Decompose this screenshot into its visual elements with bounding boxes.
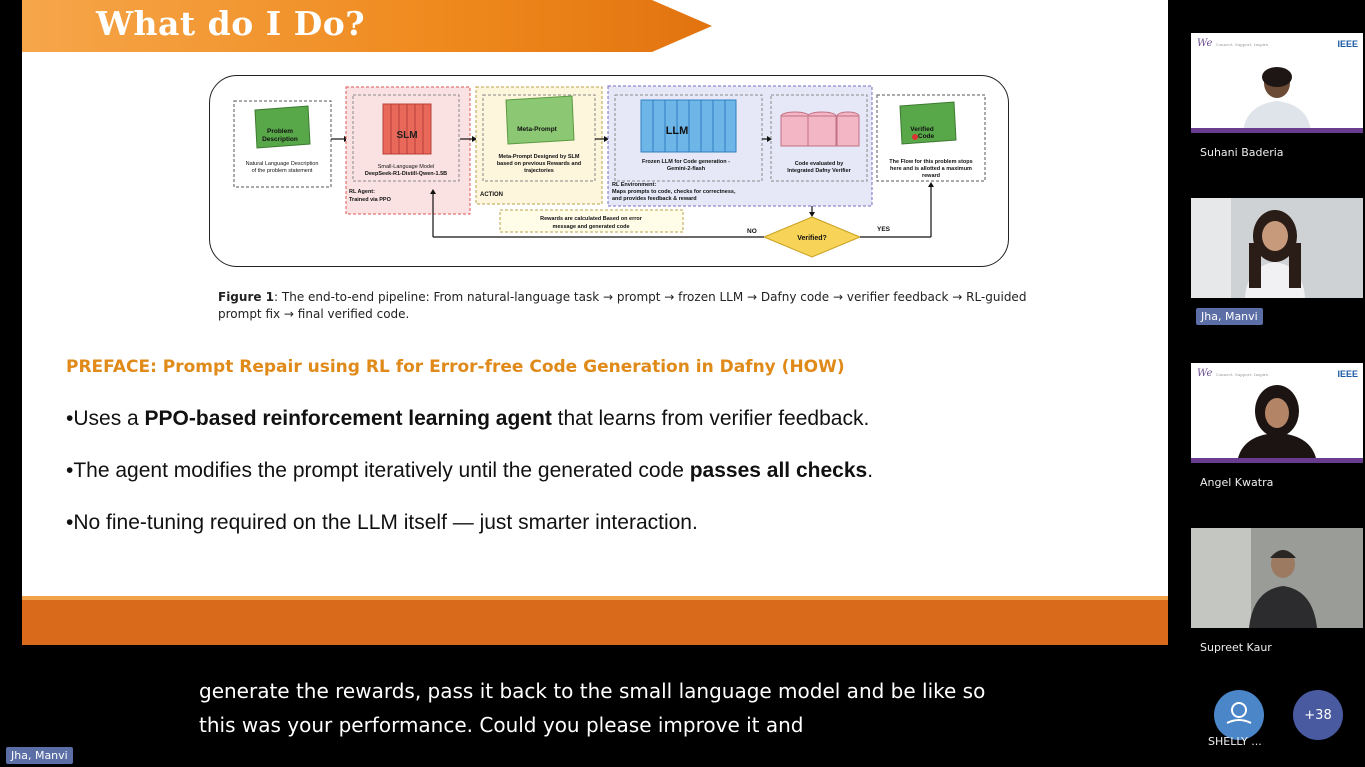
title-banner [22, 0, 712, 52]
rewards-2: message and generated code [552, 224, 629, 230]
user-icon [1226, 702, 1252, 724]
bullet-2: •The agent modifies the prompt iterative… [66, 459, 873, 483]
verified-badge-icon [912, 134, 918, 140]
meta-desc-3: trajectories [524, 168, 554, 174]
verified-icon [899, 101, 957, 145]
ieee-logo: IEEE [1337, 369, 1358, 379]
slm-desc-2: DeepSeek-R1-Distill-Qwen-1.5B [365, 171, 447, 177]
rl-agent-1: RL Agent: [349, 189, 375, 195]
problem-desc-1: Natural Language Description [246, 161, 319, 167]
brand-logo: We Connect. Support. Inspire. [1197, 368, 1270, 379]
participant-tile-suhani[interactable]: We Connect. Support. Inspire. IEEE [1191, 33, 1363, 133]
slm-label: SLM [396, 130, 417, 141]
subtitle-line-1: generate the rewards, pass it back to th… [199, 679, 986, 703]
bullet-1-text: •Uses a [66, 407, 145, 430]
verified-end-box [876, 94, 986, 182]
brand-logo: We Connect. Support. Inspire. [1197, 38, 1270, 49]
participant-name-4: Supreet Kaur [1200, 641, 1272, 654]
env-3: and provides feedback & reward [612, 196, 697, 202]
participant-avatar-shelly[interactable] [1214, 690, 1264, 740]
end-desc-2: here and is allotted a maximum [890, 166, 972, 172]
figure-caption: Figure 1: The end-to-end pipeline: From … [218, 289, 1048, 323]
llm-label: LLM [666, 125, 689, 137]
bullet-3: •No fine-tuning required on the LLM itse… [66, 511, 698, 535]
slide-footer [22, 600, 1168, 645]
shared-slide: What do I Do? Problem Description Natura… [22, 0, 1168, 645]
more-participants-button[interactable]: +38 [1293, 690, 1343, 740]
participant-name-2: Jha, Manvi [1196, 308, 1263, 325]
participant-name-1: Suhani Baderia [1200, 146, 1284, 159]
llm-desc-2: Gemini-2-flash [667, 166, 706, 172]
problem-box [233, 100, 332, 188]
meta-desc-1: Meta-Prompt Designed by SLM [499, 154, 580, 160]
verifier-desc-1: Code evaluated by [795, 161, 845, 167]
participant-tile-manvi[interactable] [1191, 198, 1363, 298]
rewards-box [499, 209, 684, 233]
participant-name-3: Angel Kwatra [1200, 476, 1274, 489]
caption-label: Figure 1 [218, 290, 275, 304]
slm-inner-box [352, 94, 460, 182]
subtitle-line-2: this was your performance. Could you ple… [199, 713, 804, 737]
env-2: Maps prompts to code, checks for correct… [612, 189, 736, 195]
bullet-2-tail: . [867, 459, 874, 482]
bullet-3-text: •No fine-tuning required on the LLM itse… [66, 511, 698, 534]
decision-label: Verified? [797, 235, 827, 242]
verifier-box [770, 94, 868, 182]
participant-video [1243, 67, 1311, 133]
caption-text: : The end-to-end pipeline: From natural-… [218, 290, 1027, 321]
participant-tile-angel[interactable]: We Connect. Support. Inspire. IEEE [1191, 363, 1363, 463]
bullet-1: •Uses a PPO-based reinforcement learning… [66, 407, 869, 431]
bullet-1-bold: PPO-based reinforcement learning agent [144, 407, 552, 430]
bullet-1-tail: that learns from verifier feedback. [551, 407, 870, 430]
participant-tile-supreet[interactable] [1191, 528, 1363, 628]
verified-label-2: Code [918, 133, 935, 140]
slm-desc-1: Small-Language Model [378, 164, 435, 170]
end-desc-3: reward [922, 173, 940, 179]
problem-icon [254, 105, 311, 149]
meta-desc-2: based on previous Rewards and [497, 161, 581, 167]
problem-desc-2: of the problem statement [252, 168, 313, 174]
participant-video [1191, 528, 1363, 628]
preface-heading: PREFACE: Prompt Repair using RL for Erro… [66, 357, 845, 377]
problem-title-2: Description [262, 136, 298, 143]
action-label: ACTION [480, 192, 503, 198]
bullet-2-bold: passes all checks [689, 459, 868, 482]
meta-label: Meta-Prompt [517, 126, 558, 133]
active-speaker-tag: Jha, Manvi [6, 747, 73, 764]
yes-label: YES [877, 226, 891, 233]
participant-video [1237, 385, 1317, 463]
llm-desc-1: Frozen LLM for Code generation - [642, 159, 730, 165]
problem-title-1: Problem [267, 128, 293, 135]
pipeline-figure: Problem Description Natural Language Des… [209, 75, 1009, 267]
footer-accent-line [22, 596, 1168, 600]
verified-decision-diamond [762, 216, 862, 258]
bullet-2-text: •The agent modifies the prompt iterative… [66, 459, 690, 482]
end-desc-1: The Flow for this problem stops [889, 159, 972, 165]
ieee-logo: IEEE [1337, 39, 1358, 49]
env-1: RL Environment: [612, 182, 656, 188]
verified-label-1: Verified [910, 126, 934, 133]
pipeline-diagram: Problem Description Natural Language Des… [233, 85, 986, 258]
participant-name-shelly: SHELLY ... [1208, 735, 1262, 748]
rewards-1: Rewards are calculated Based on error [540, 216, 643, 222]
slide-title: What do I Do? [96, 4, 366, 43]
verifier-desc-2: Integrated Dafny Verifier [787, 168, 851, 174]
rl-agent-2: Trained via PPO [349, 197, 392, 203]
no-label: NO [747, 228, 757, 235]
participant-video [1191, 198, 1363, 298]
llm-box [614, 94, 763, 182]
meta-prompt-icon [505, 95, 575, 145]
